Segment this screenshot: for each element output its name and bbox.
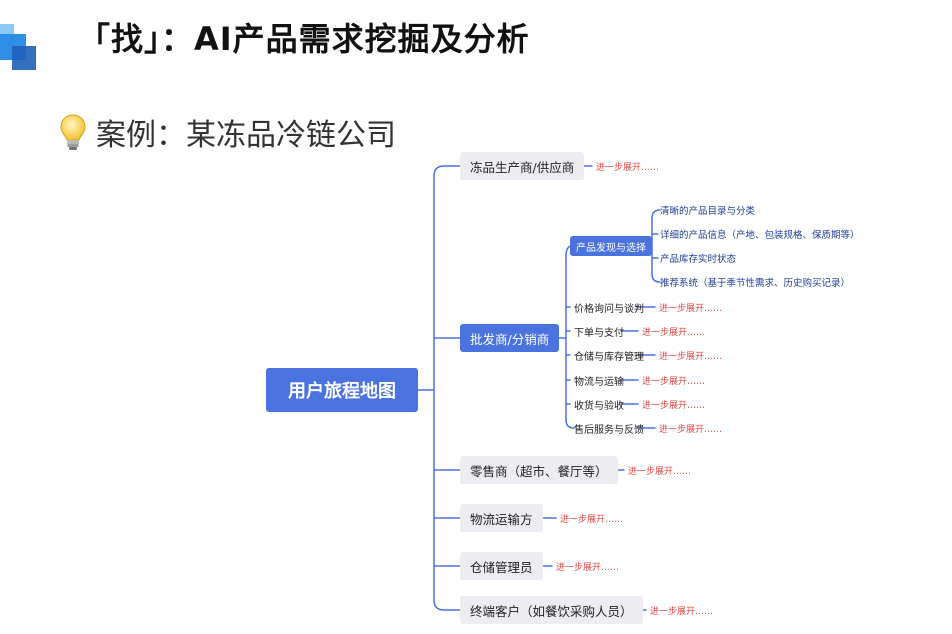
lightbulb-icon xyxy=(60,114,86,150)
expand-more-link[interactable]: 进一步展开…… xyxy=(659,303,723,314)
stage-receiving[interactable]: 收货与验收 xyxy=(574,400,624,412)
stage-product-discovery[interactable]: 产品发现与选择 xyxy=(570,236,652,256)
expand-more-link[interactable]: 进一步展开…… xyxy=(642,376,706,387)
stage-transport[interactable]: 物流与运输 xyxy=(574,376,624,388)
stakeholder-producer[interactable]: 冻品生产商/供应商 xyxy=(460,152,585,180)
stakeholder-distributor[interactable]: 批发商/分销商 xyxy=(460,324,560,352)
expand-more-link[interactable]: 进一步展开…… xyxy=(659,351,723,362)
detail-recommendation[interactable]: 推荐系统（基于季节性需求、历史购买记录） xyxy=(660,278,851,289)
detail-product-catalog[interactable]: 清晰的产品目录与分类 xyxy=(660,206,756,217)
mindmap-root[interactable]: 用户旅程地图 xyxy=(266,368,418,412)
stage-order-payment[interactable]: 下单与支付 xyxy=(574,327,624,339)
stakeholder-warehouse[interactable]: 仓储管理员 xyxy=(460,552,543,580)
stakeholder-end-customer[interactable]: 终端客户（如餐饮采购人员） xyxy=(460,596,643,624)
expand-more-link[interactable]: 进一步展开…… xyxy=(642,327,706,338)
detail-product-info[interactable]: 详细的产品信息（产地、包装规格、保质期等） xyxy=(660,230,860,241)
expand-more-link[interactable]: 进一步展开…… xyxy=(642,400,706,411)
case-heading: 案例：某冻品冷链公司 xyxy=(58,110,396,154)
stakeholder-retailer[interactable]: 零售商（超市、餐厅等） xyxy=(460,456,618,484)
expand-more-link[interactable]: 进一步展开…… xyxy=(628,466,692,477)
expand-more-link[interactable]: 进一步展开…… xyxy=(650,606,714,617)
expand-more-link[interactable]: 进一步展开…… xyxy=(560,514,624,525)
expand-more-link[interactable]: 进一步展开…… xyxy=(556,562,620,573)
page-title: 「找」：AI产品需求挖掘及分析 xyxy=(78,20,530,58)
detail-stock-status[interactable]: 产品库存实时状态 xyxy=(660,254,737,265)
case-title: 案例：某冻品冷链公司 xyxy=(96,118,396,153)
stage-warehousing[interactable]: 仓储与库存管理 xyxy=(574,351,644,363)
expand-more-link[interactable]: 进一步展开…… xyxy=(596,162,660,173)
stage-after-sales[interactable]: 售后服务与反馈 xyxy=(574,424,644,436)
stage-price-negotiation[interactable]: 价格询问与谈判 xyxy=(574,303,644,315)
stakeholder-logistics[interactable]: 物流运输方 xyxy=(460,504,543,532)
expand-more-link[interactable]: 进一步展开…… xyxy=(659,424,723,435)
logo-mark xyxy=(0,24,40,72)
